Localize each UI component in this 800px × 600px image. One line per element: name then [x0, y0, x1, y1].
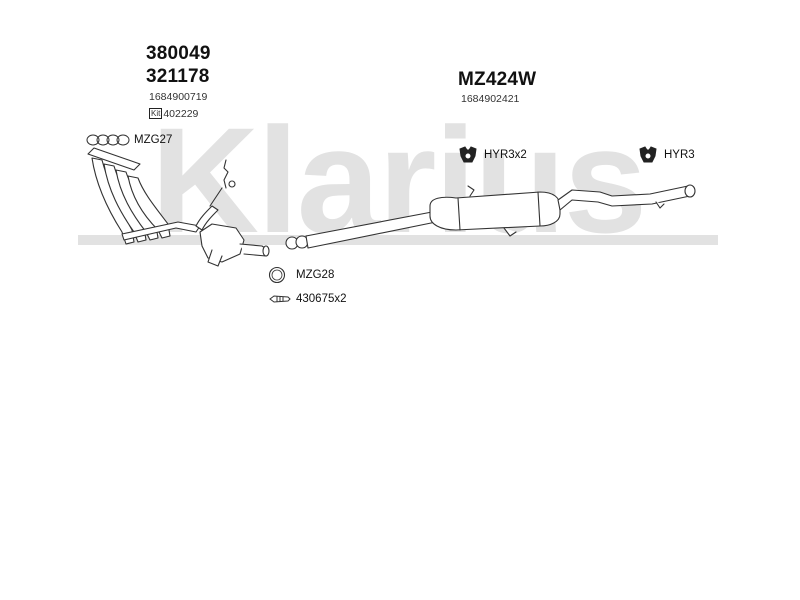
kit-badge: Kit — [149, 108, 163, 119]
rear-part-number: MZ424W — [458, 69, 537, 90]
rubber-hanger-icon — [639, 146, 657, 163]
rear-oe-number: 1684902421 — [461, 93, 520, 105]
tailpipe — [557, 184, 696, 211]
front-pipe — [195, 205, 219, 231]
intermediate-pipe — [285, 211, 437, 250]
bolt-label: 430675x2 — [296, 293, 347, 305]
bolt-icon — [269, 295, 291, 303]
gasket-mzg27-label: MZG27 — [134, 134, 173, 146]
gasket-mzg28-icon — [268, 266, 286, 284]
kit-number: 402229 — [163, 108, 199, 120]
front-part-number-1: 380049 — [146, 43, 211, 64]
exhaust-manifold — [87, 147, 201, 245]
catalytic-converter — [199, 223, 270, 267]
gasket-mzg27-icon — [86, 134, 130, 146]
hanger-pair-label: HYR3x2 — [484, 149, 527, 161]
gasket-mzg28-label: MZG28 — [296, 269, 335, 281]
hanger-rear-label: HYR3 — [664, 149, 695, 161]
front-oe-number: 1684900719 — [149, 91, 208, 103]
front-part-number-2: 321178 — [146, 66, 210, 87]
rubber-hanger-icon — [459, 146, 477, 163]
rear-silencer — [429, 185, 561, 237]
lambda-sensor — [209, 159, 236, 207]
watermark-underline — [78, 235, 718, 245]
